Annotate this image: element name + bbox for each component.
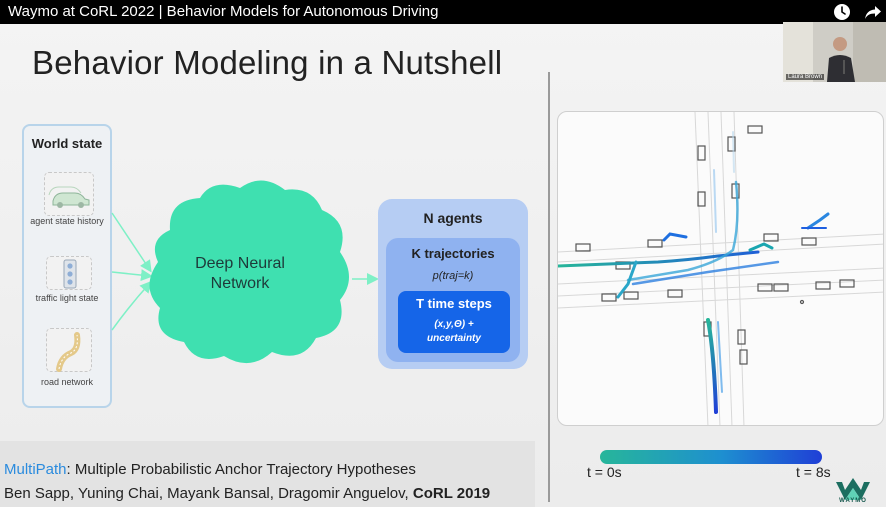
arrow-road-network [112, 283, 150, 330]
legend-start-label: t = 0s [587, 464, 622, 480]
time-steps-uncertainty: uncertainty [398, 333, 510, 344]
agents-panel: N agents K trajectories p(traj=k) T time… [378, 199, 528, 369]
citation-panel: MultiPath: Multiple Probabilistic Anchor… [0, 441, 535, 507]
arrow-agent-state [112, 213, 150, 270]
trajectory-map [557, 111, 884, 426]
time-legend-bar [600, 450, 822, 464]
time-steps-state: (x,y,Θ) + [398, 319, 510, 330]
agents-title: N agents [378, 210, 528, 226]
network-label: Deep Neural Network [178, 254, 302, 294]
trajectory-map-image [558, 112, 884, 426]
citation-authors-line: Ben Sapp, Yuning Chai, Mayank Bansal, Dr… [4, 485, 490, 502]
waymo-logo-text: WAYMO [834, 498, 872, 504]
citation-name: MultiPath [4, 461, 67, 478]
citation-authors: Ben Sapp, Yuning Chai, Mayank Bansal, Dr… [4, 485, 413, 502]
arrow-traffic-light [112, 272, 150, 276]
legend-end-label: t = 8s [796, 464, 831, 480]
trajectories-title: K trajectories [386, 246, 520, 261]
citation-venue: CoRL 2019 [413, 485, 490, 502]
trajectories-probability: p(traj=k) [386, 270, 520, 282]
time-steps-title: T time steps [398, 296, 510, 311]
trajectories-panel: K trajectories p(traj=k) T time steps (x… [386, 238, 520, 362]
citation-title-line: MultiPath: Multiple Probabilistic Anchor… [4, 461, 416, 478]
time-steps-panel: T time steps (x,y,Θ) + uncertainty [398, 291, 510, 353]
slide-divider [548, 72, 550, 502]
citation-title: : Multiple Probabilistic Anchor Trajecto… [67, 461, 416, 478]
